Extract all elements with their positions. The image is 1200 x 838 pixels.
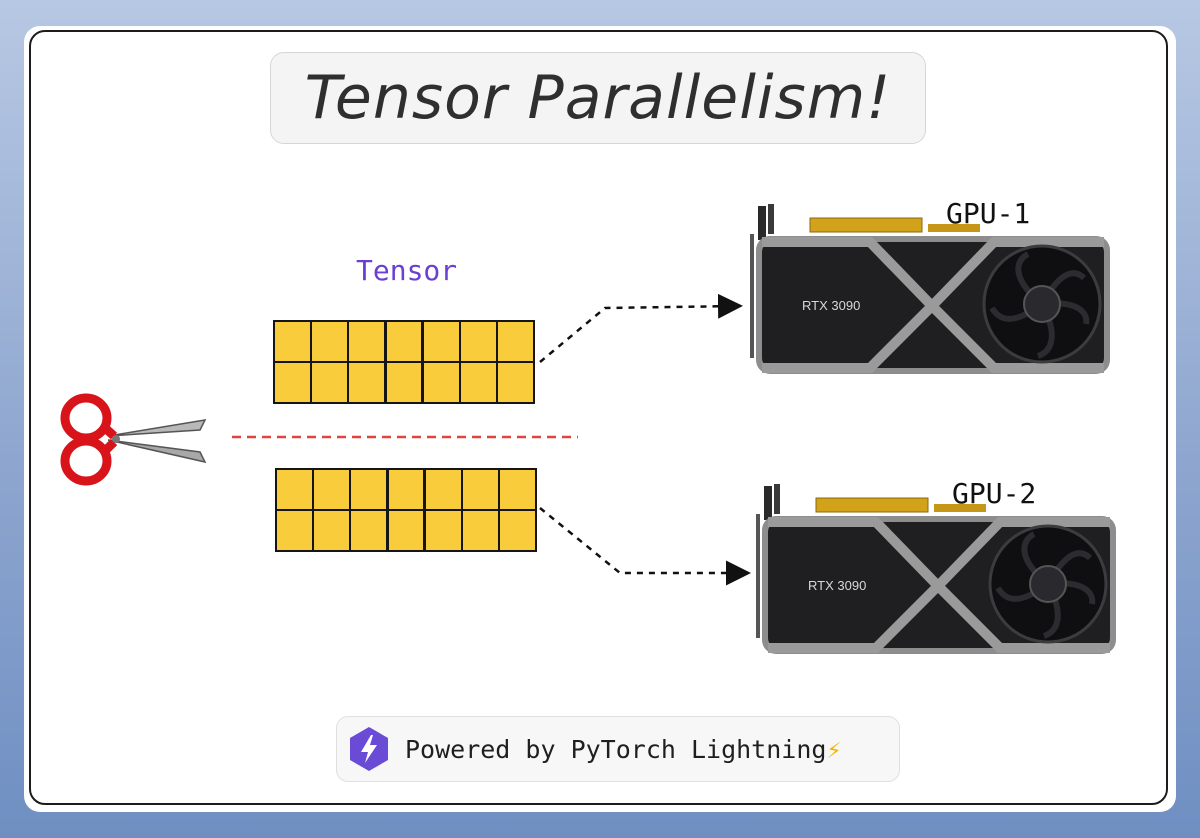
arrow-to-gpu-2 [539,507,751,586]
tensor-bottom-half [275,468,537,552]
tensor-cell [423,322,459,361]
gpu-2-model: RTX 3090 [808,578,866,593]
tensor-cell [498,322,533,361]
tensor-cell [500,511,535,550]
tensor-cell [423,363,459,402]
lightning-bolt-icon: ⚡ [826,734,842,764]
title-box: Tensor Parallelism! [270,52,926,144]
tensor-cell [314,470,349,509]
tensor-cell [498,363,533,402]
tensor-cell [500,470,535,509]
tensor-cell [277,511,312,550]
tensor-cell [312,322,347,361]
gpu-1-card-icon: RTX 3090 [750,204,1110,374]
tensor-label: Tensor [356,254,458,287]
tensor-cell [388,511,424,550]
page-title: Tensor Parallelism! [304,63,892,133]
scissors-icon [60,393,207,486]
tensor-cell [386,363,422,402]
diagram-frame [29,30,1168,805]
tensor-cell [275,363,310,402]
tensor-cell [425,511,461,550]
arrow-to-gpu-1 [539,293,743,363]
tensor-top-half [273,320,535,404]
tensor-cell [461,363,496,402]
footer-text: Powered by PyTorch Lightning⚡ [405,735,842,764]
tensor-cell [349,363,385,402]
lightning-hexagon-logo-icon [350,727,388,771]
tensor-cell [425,470,461,509]
footer-label: Powered by PyTorch Lightning [405,734,827,764]
gpu-2-card-icon: RTX 3090 [756,484,1116,654]
tensor-cell [388,470,424,509]
tensor-cell [349,322,385,361]
tensor-cell [351,470,387,509]
tensor-cell [463,470,498,509]
gpu-1-model: RTX 3090 [802,298,860,313]
tensor-cell [275,322,310,361]
tensor-cell [463,511,498,550]
tensor-cell [314,511,349,550]
footer-badge: Powered by PyTorch Lightning⚡ [336,716,900,782]
tensor-cell [277,470,312,509]
tensor-cell [312,363,347,402]
tensor-cell [461,322,496,361]
tensor-cell [386,322,422,361]
diagram-card [24,26,1176,812]
tensor-cell [351,511,387,550]
